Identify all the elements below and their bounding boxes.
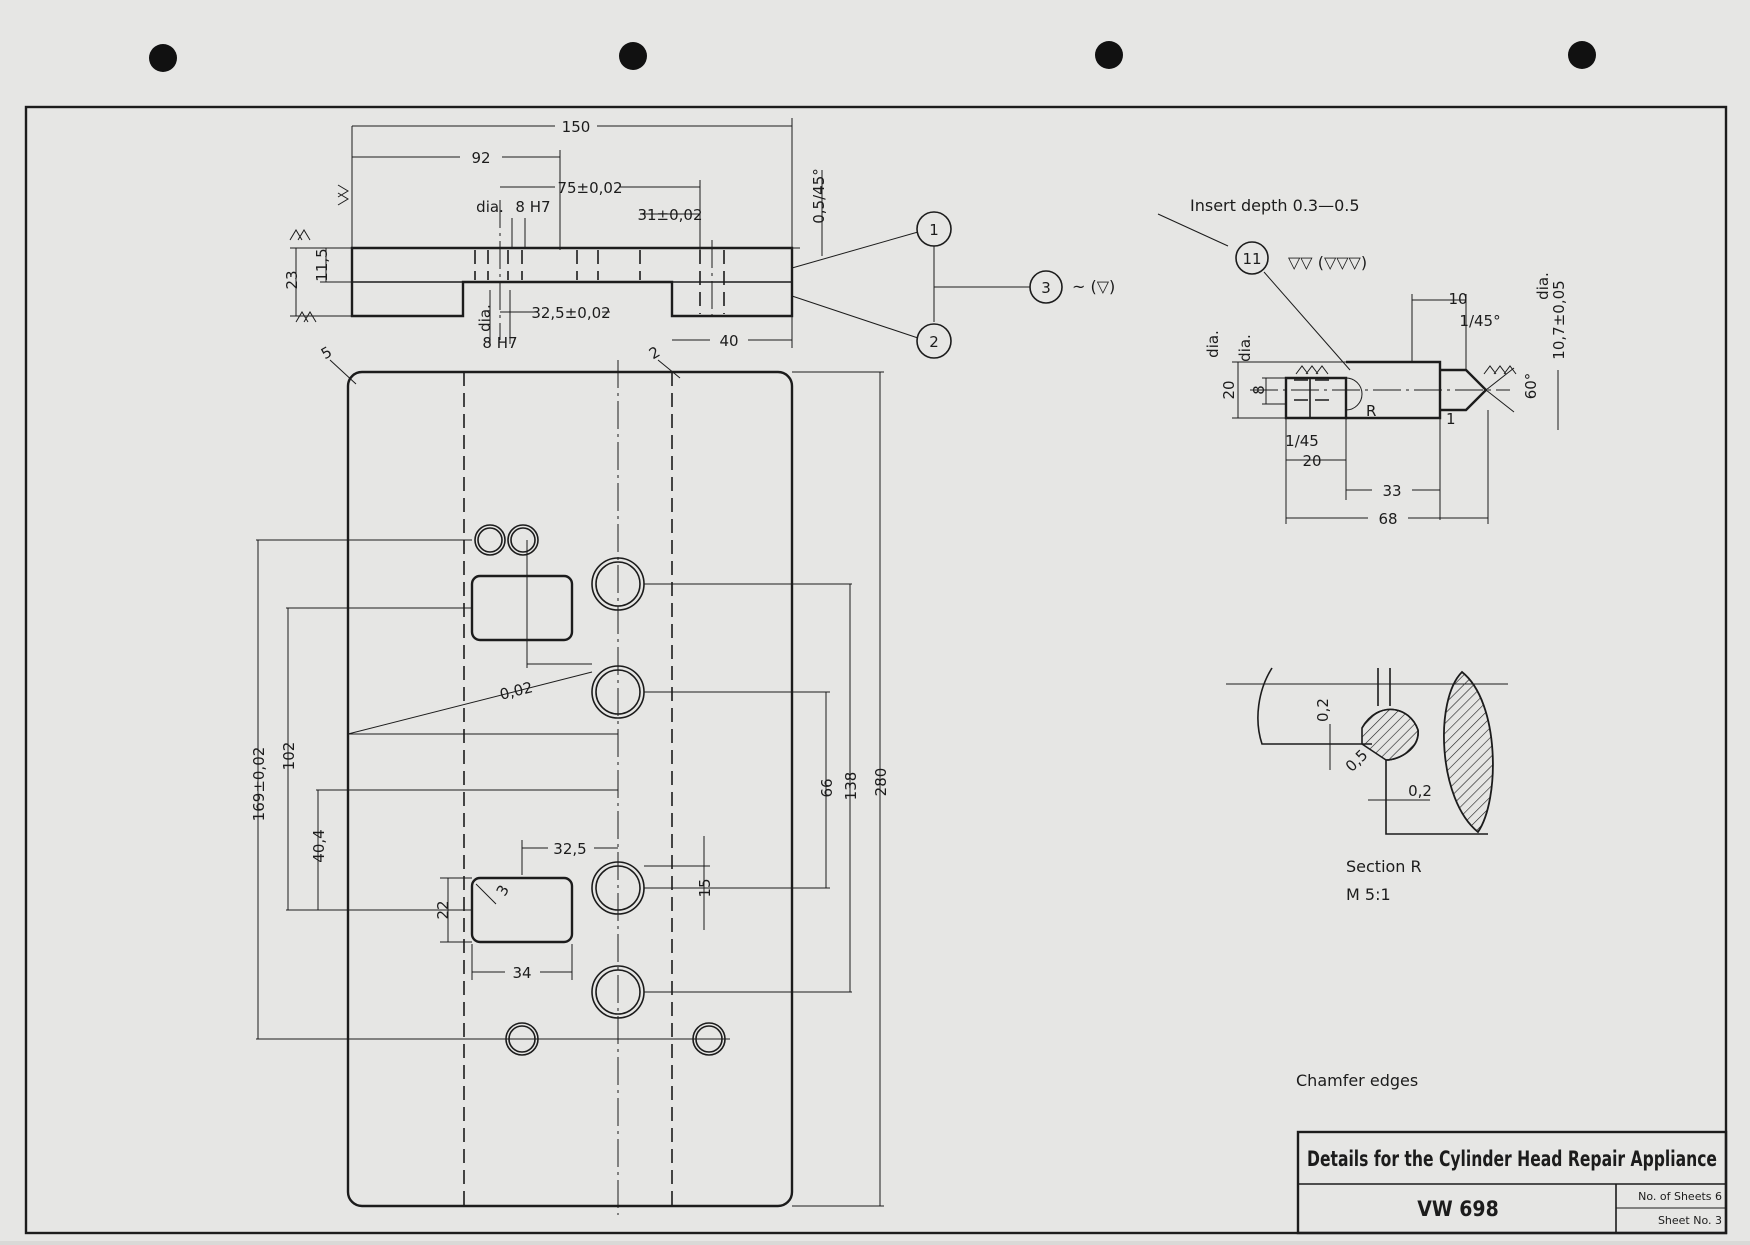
pin-d68: 68 bbox=[1378, 510, 1397, 528]
dim-chamfer: 0,5/45° bbox=[810, 168, 828, 224]
balloon-1-label: 1 bbox=[929, 221, 939, 239]
title-block: Details for the Cylinder Head Repair App… bbox=[1296, 1130, 1728, 1235]
balloon-group: 1 2 3 ~ (▽) bbox=[791, 211, 1115, 359]
balloon-2-label: 2 bbox=[929, 333, 939, 351]
plate-plan-view: 0,02 169±0,02 102 40,4 66 138 280 32,5 1… bbox=[250, 343, 890, 1215]
dim-22: 22 bbox=[434, 900, 452, 919]
balloon-11-label: 11 bbox=[1242, 250, 1261, 268]
pin-d33: 33 bbox=[1382, 482, 1401, 500]
dim-r3: 3 bbox=[493, 882, 513, 899]
dim-edge-2: 2 bbox=[646, 343, 663, 363]
dim-102: 102 bbox=[280, 742, 298, 771]
dim-bore-bottom: 8 H7 bbox=[482, 334, 517, 352]
pin-d20b: 20 bbox=[1302, 452, 1321, 470]
pin-dia-b: dia. bbox=[1236, 334, 1254, 362]
drawing-frame bbox=[24, 105, 1728, 1235]
pin-detail: Insert depth 0.3—0.5 11 ▽▽ (▽▽▽) R 60° 1… bbox=[1157, 196, 1568, 528]
pin-dia-a: dia. bbox=[1204, 330, 1222, 358]
drawing-title: Details for the Cylinder Head Repair App… bbox=[1307, 1147, 1717, 1171]
dim-dia-bottom: dia. bbox=[476, 304, 494, 332]
dim-0-02: 0,02 bbox=[498, 678, 535, 704]
insert-note: Insert depth 0.3—0.5 bbox=[1190, 196, 1360, 215]
section-d2: 0,5 bbox=[1342, 746, 1372, 776]
dim-138: 138 bbox=[842, 772, 860, 801]
pin-chamfer-top: 1/45° bbox=[1459, 312, 1500, 330]
sheets-total: No. of Sheets 6 bbox=[1638, 1190, 1722, 1203]
dim-280: 280 bbox=[872, 768, 890, 797]
dim-32-5-plan: 32,5 bbox=[553, 840, 586, 858]
section-d3: 0,2 bbox=[1408, 782, 1432, 800]
dim-150: 150 bbox=[562, 118, 591, 136]
plate-side-view: 150 92 75±0,02 31±0,02 dia. 8 H7 32,5±0,… bbox=[283, 118, 828, 352]
pin-dia-label: dia. bbox=[1534, 272, 1552, 300]
pin-chamfer-bottom: 1/45 bbox=[1285, 432, 1319, 450]
balloon-2 bbox=[916, 323, 952, 359]
dim-dia-top: dia. bbox=[476, 198, 504, 216]
section-r: 0,2 0,5 0,2 Section R M 5:1 bbox=[1226, 667, 1508, 904]
drawing-number: VW 698 bbox=[1417, 1197, 1498, 1221]
section-name: Section R bbox=[1346, 857, 1422, 876]
dim-31: 31±0,02 bbox=[637, 206, 702, 224]
dim-15: 15 bbox=[696, 878, 714, 897]
punch-holes bbox=[149, 41, 1596, 72]
dim-66: 66 bbox=[818, 778, 836, 797]
balloon-3-finish: ~ (▽) bbox=[1072, 277, 1115, 296]
sheet-number: Sheet No. 3 bbox=[1658, 1214, 1722, 1227]
pin-one: 1 bbox=[1446, 410, 1456, 428]
dim-34: 34 bbox=[512, 964, 531, 982]
dim-75: 75±0,02 bbox=[557, 179, 622, 197]
dim-32-5: 32,5±0,02 bbox=[531, 304, 610, 322]
dim-40-4: 40,4 bbox=[310, 829, 328, 862]
balloon-3 bbox=[1029, 270, 1063, 304]
balloon-3-label: 3 bbox=[1041, 279, 1051, 297]
dim-92: 92 bbox=[471, 149, 490, 167]
pin-r: R bbox=[1366, 402, 1376, 420]
pin-d8: 8 bbox=[1250, 385, 1268, 395]
dim-169: 169±0,02 bbox=[250, 747, 268, 822]
pin-d10: 10 bbox=[1448, 290, 1467, 308]
pin-angle: 60° bbox=[1522, 373, 1540, 400]
chamfer-note: Chamfer edges bbox=[1296, 1071, 1418, 1090]
pin-dia-tip: 10,7±0,05 bbox=[1550, 280, 1568, 359]
pin-d20: 20 bbox=[1220, 380, 1238, 399]
dim-corner-5: 5 bbox=[318, 343, 335, 363]
dim-23: 23 bbox=[283, 270, 301, 289]
balloon-11 bbox=[1235, 241, 1269, 275]
balloon-11-finish: ▽▽ (▽▽▽) bbox=[1288, 253, 1367, 272]
section-d1: 0,2 bbox=[1314, 698, 1332, 722]
balloon-1 bbox=[916, 211, 952, 247]
section-scale: M 5:1 bbox=[1346, 885, 1391, 904]
dim-40: 40 bbox=[719, 332, 738, 350]
dim-bore-top: 8 H7 bbox=[515, 198, 550, 216]
dim-11-5: 11,5 bbox=[313, 248, 331, 281]
